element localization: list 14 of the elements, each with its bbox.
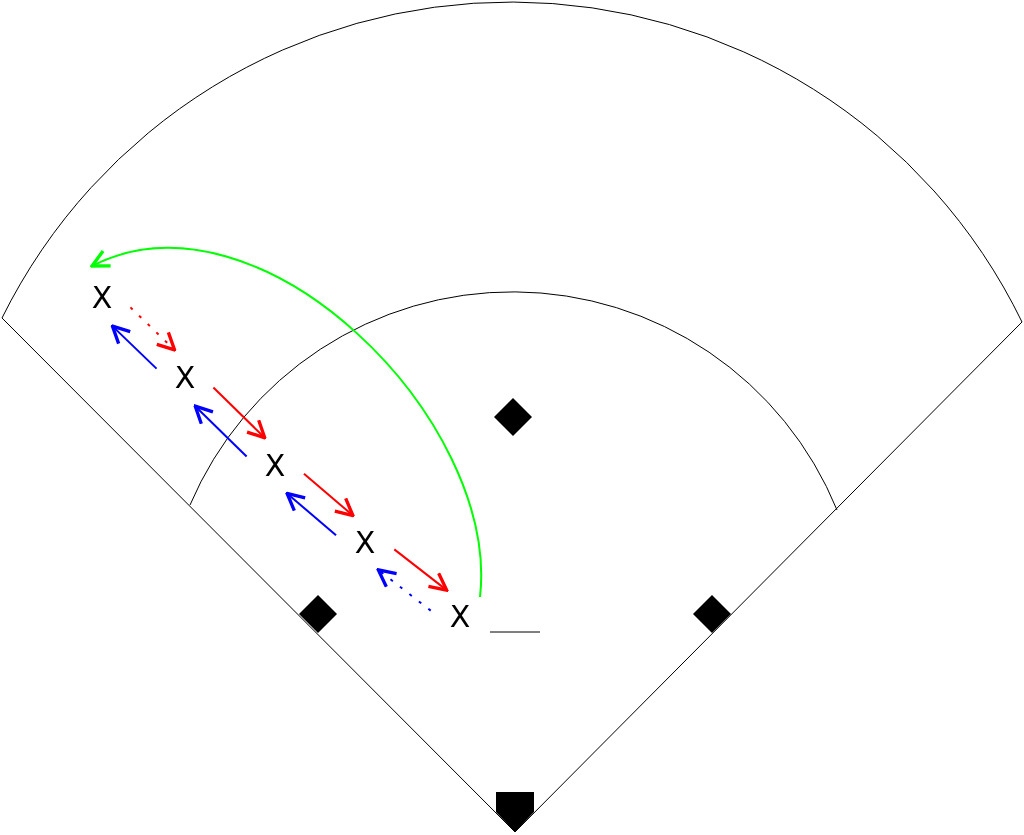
arrow: [129, 306, 177, 352]
player-mark: X: [174, 363, 196, 393]
player-mark: X: [91, 283, 113, 313]
arrow: [193, 404, 248, 458]
arrow: [285, 491, 338, 537]
player-mark: X: [449, 602, 471, 632]
arrow: [90, 247, 481, 598]
player-mark: X: [264, 451, 286, 481]
arrow: [376, 568, 432, 612]
arrow: [110, 324, 158, 370]
arrow: [302, 472, 355, 518]
arrow: [393, 548, 449, 592]
player-mark: X: [354, 528, 376, 558]
arrow: [212, 386, 267, 440]
